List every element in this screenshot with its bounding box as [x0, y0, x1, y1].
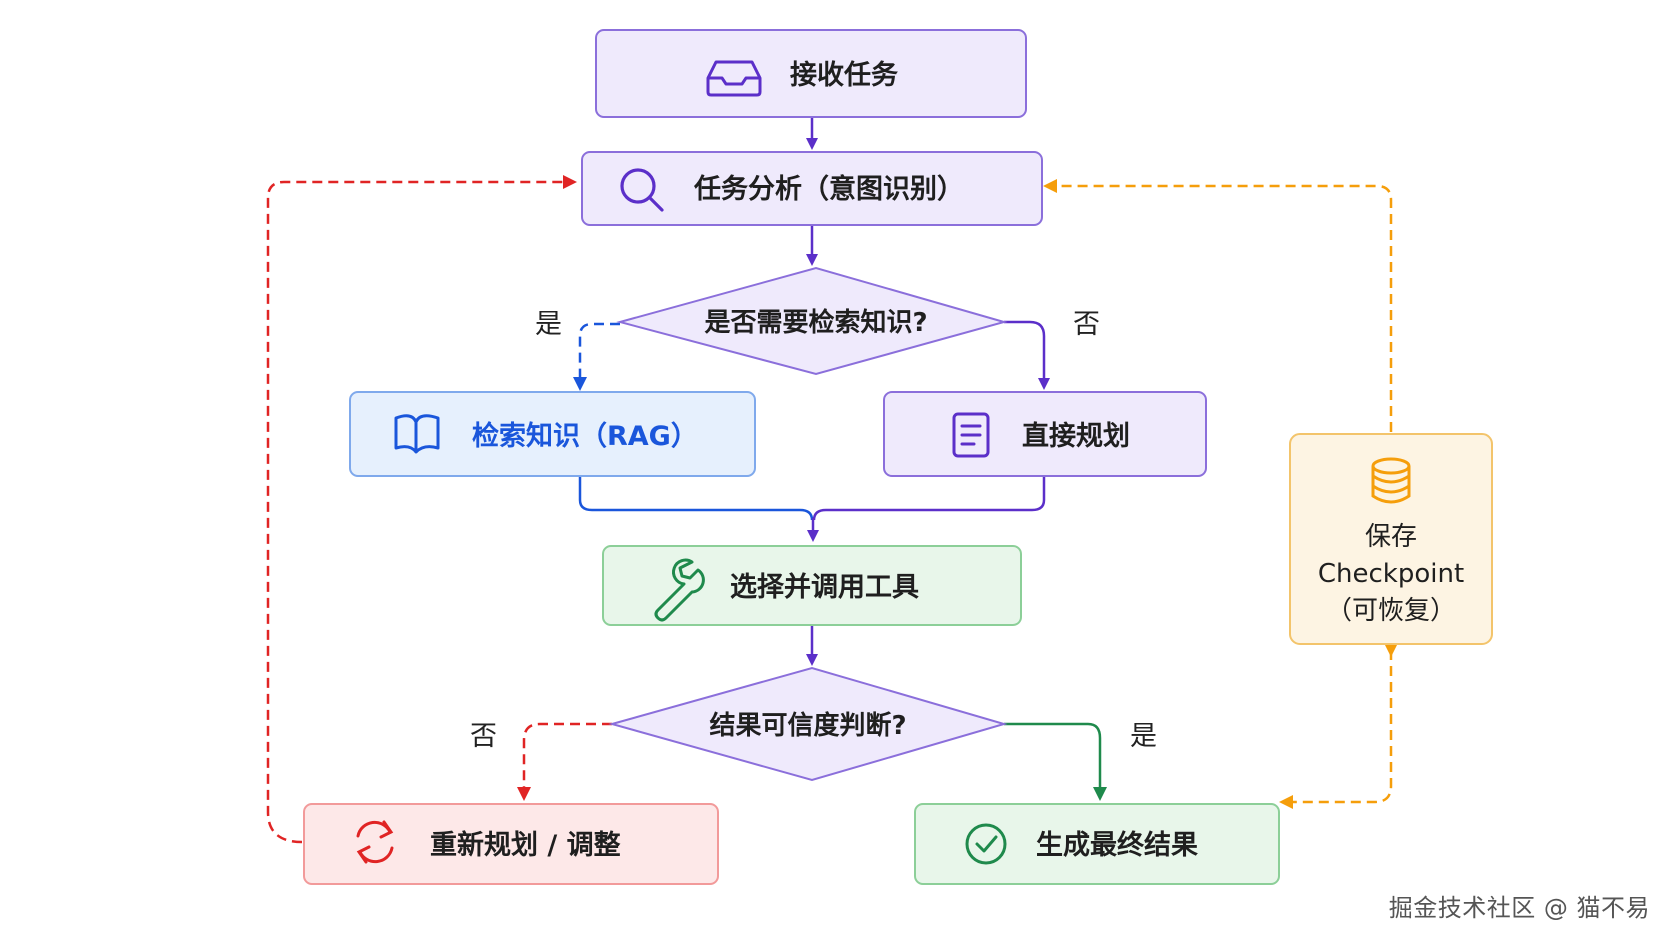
edge-decision-plan: [1004, 320, 1050, 390]
decision-retrieval-label: 是否需要检索知识?: [704, 307, 927, 338]
branch-yes-confidence: 是: [1130, 721, 1157, 752]
edge-rag-tools: [578, 476, 814, 521]
decision-confidence-label: 结果可信度判断?: [709, 710, 906, 741]
document-icon: [952, 412, 990, 458]
node-result-label: 生成最终结果: [1036, 829, 1198, 861]
database-icon: [1371, 457, 1411, 504]
refresh-icon: [356, 820, 394, 864]
wrench-icon: [654, 558, 705, 622]
node-replan-label: 重新规划 / 调整: [430, 829, 621, 861]
node-task-analysis: 任务分析（意图识别）: [581, 151, 1043, 226]
node-final-result: 生成最终结果: [914, 803, 1280, 885]
book-icon: [394, 414, 440, 454]
checkpoint-line1: 保存: [1365, 522, 1417, 552]
node-plan-label: 直接规划: [1022, 421, 1130, 452]
inbox-icon: [706, 60, 762, 97]
node-direct-plan: 直接规划: [883, 391, 1207, 477]
node-replan: 重新规划 / 调整: [303, 803, 719, 885]
checkpoint-line2: Checkpoint: [1318, 559, 1464, 589]
branch-no-retrieval: 否: [1073, 309, 1100, 340]
decision-need-retrieval: 是否需要检索知识?: [616, 266, 1008, 376]
edge-decision-replan: [517, 722, 612, 801]
node-rag: 检索知识（RAG）: [349, 391, 756, 477]
edge-decision-result: [1004, 722, 1107, 801]
edge-plan-tools: [812, 476, 1046, 521]
node-rag-label: 检索知识（RAG）: [472, 420, 698, 452]
node-receive-task: 接收任务: [595, 29, 1027, 118]
branch-no-confidence: 否: [470, 721, 497, 752]
edge-result-checkpoint: [1279, 643, 1398, 809]
node-analysis-label: 任务分析（意图识别）: [693, 173, 964, 205]
check-circle-icon: [965, 823, 1007, 865]
node-tools-label: 选择并调用工具: [730, 571, 919, 603]
edge-decision-rag: [573, 322, 620, 391]
edge-replan-analyze: [266, 175, 577, 844]
watermark: 掘金技术社区 @ 猫不易: [1388, 894, 1650, 922]
search-icon: [620, 168, 664, 212]
decision-confidence: 结果可信度判断?: [608, 666, 1008, 782]
node-checkpoint: 保存 Checkpoint （可恢复）: [1289, 433, 1493, 645]
branch-yes-retrieval: 是: [535, 309, 562, 340]
checkpoint-line3: （可恢复）: [1326, 596, 1456, 626]
node-call-tools: 选择并调用工具: [602, 545, 1022, 626]
node-receive-label: 接收任务: [790, 60, 898, 91]
edge-checkpoint-analyze: [1043, 179, 1393, 432]
